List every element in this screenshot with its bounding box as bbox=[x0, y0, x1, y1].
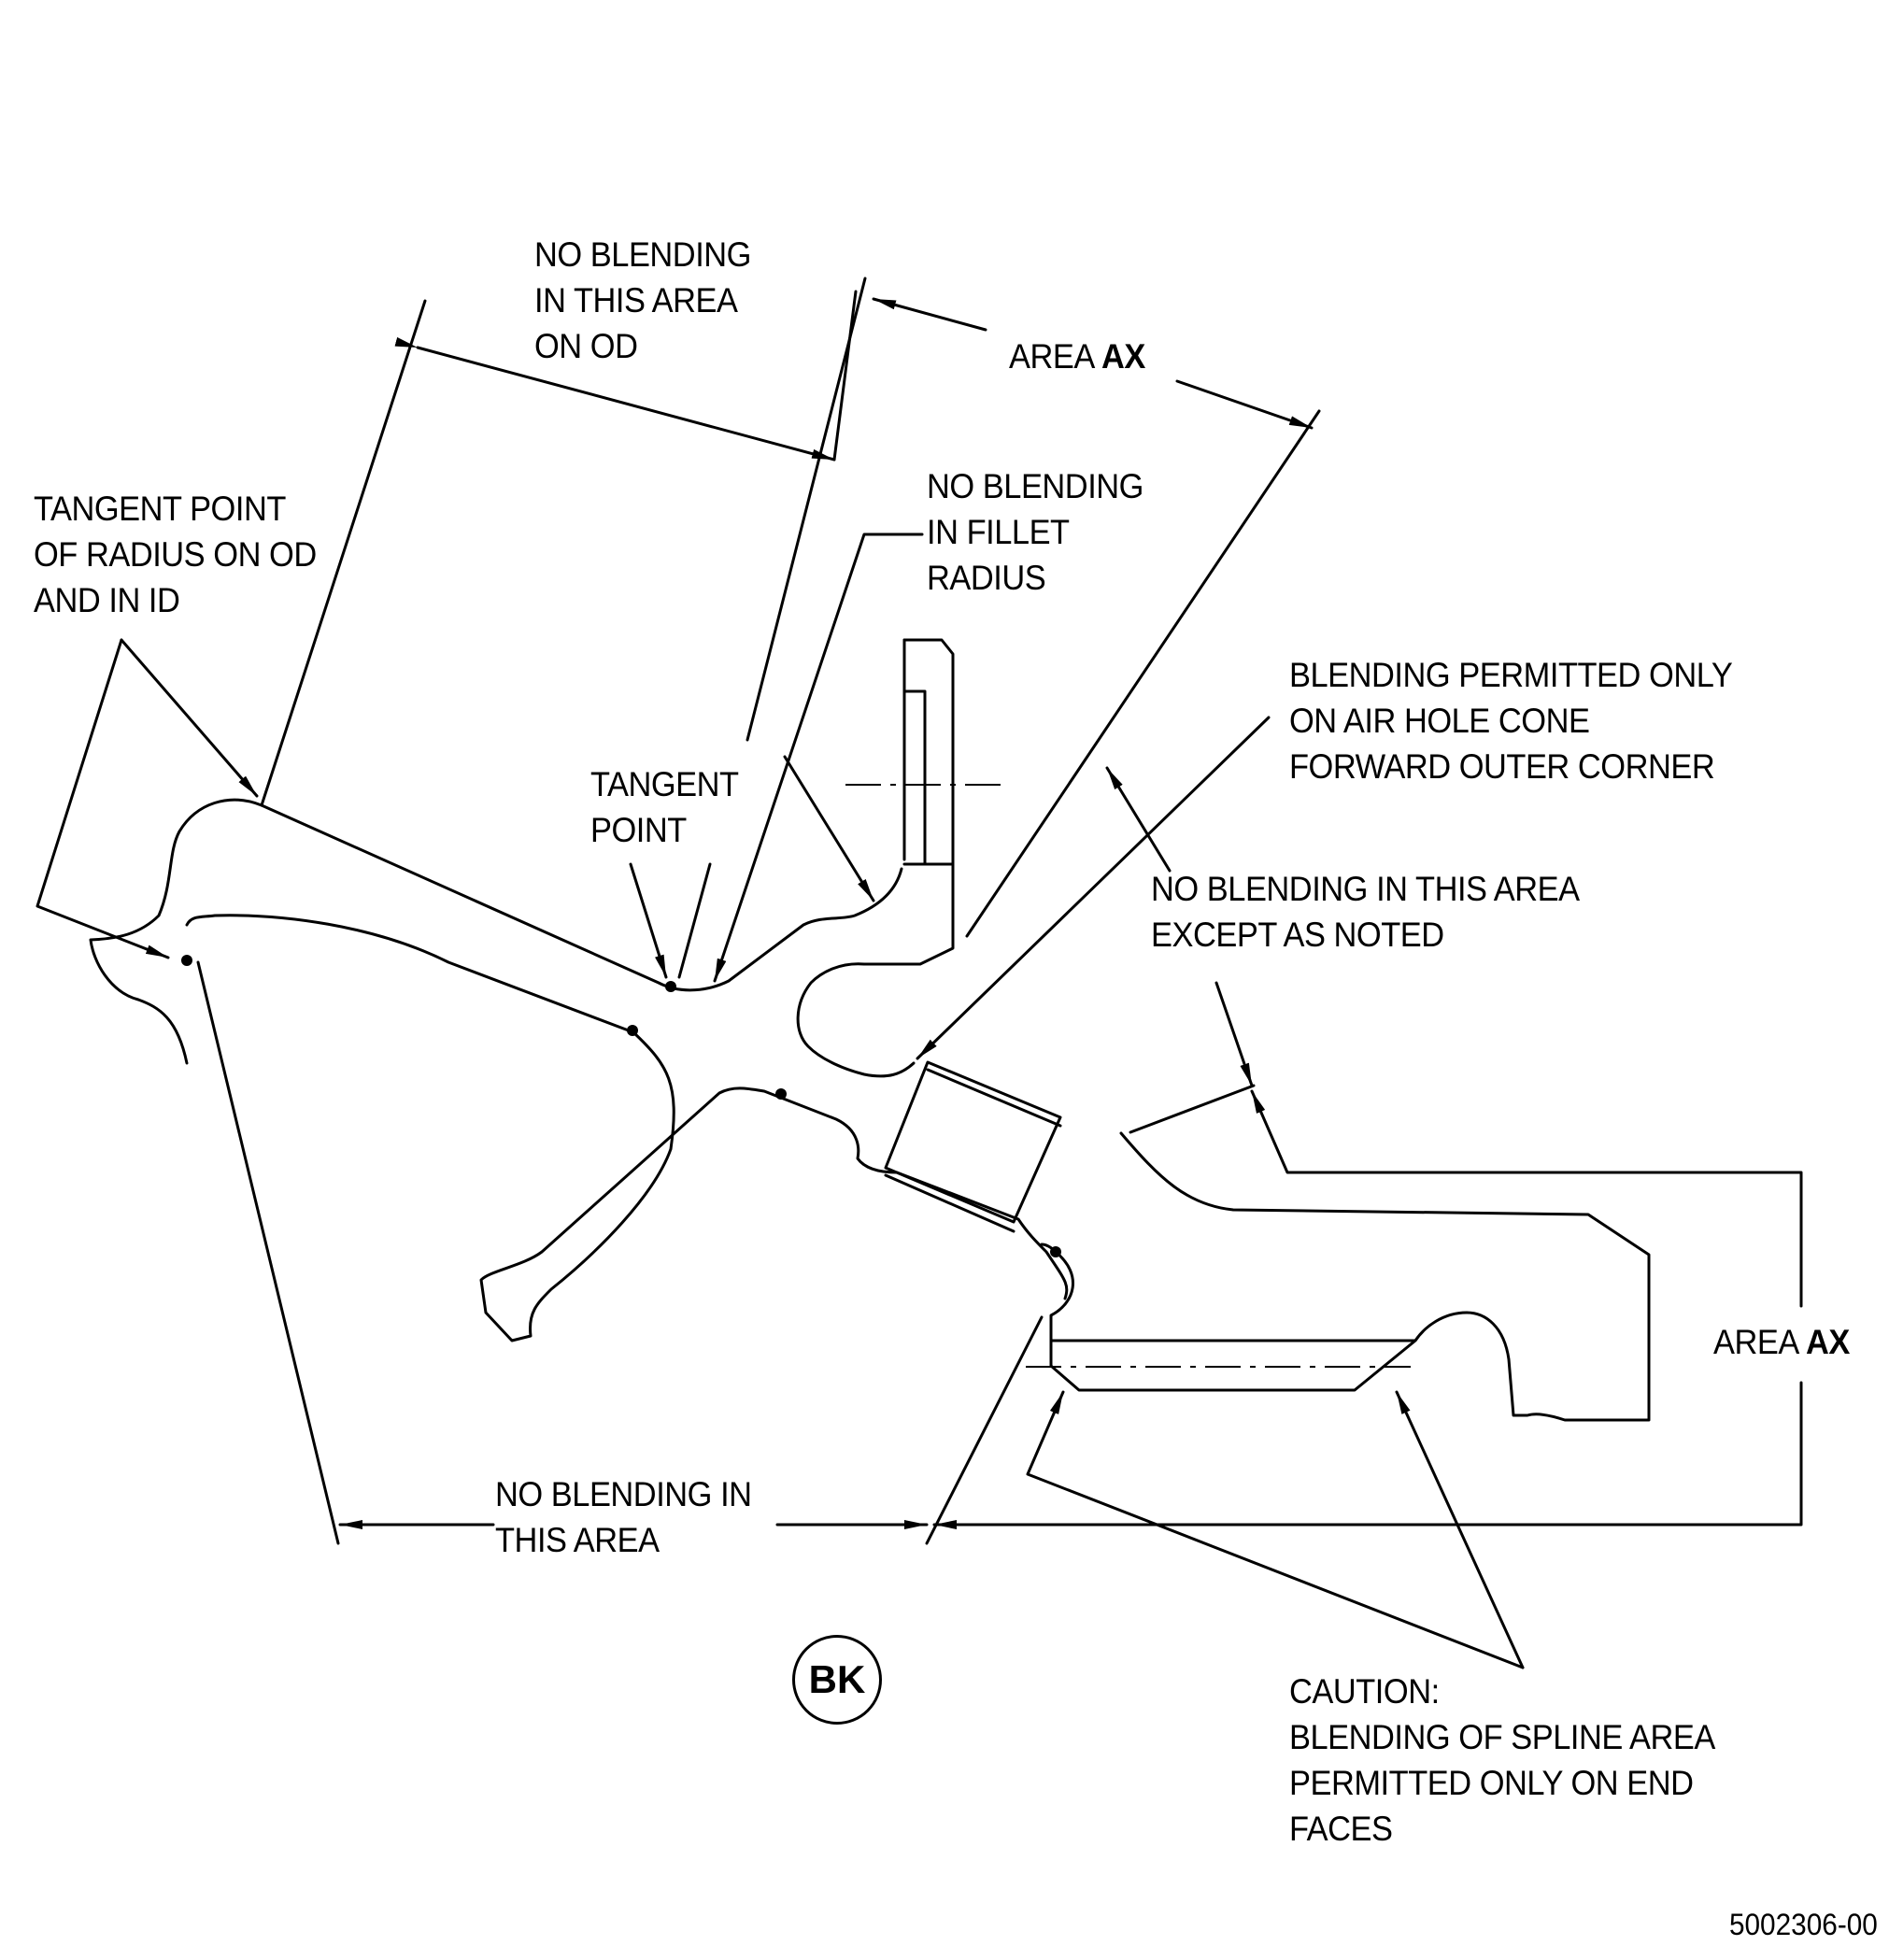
part-outer-cone bbox=[89, 798, 263, 1065]
area-ax-right-code: AX bbox=[1806, 1323, 1850, 1361]
label-tangent-radius: TANGENT POINT OF RADIUS ON OD AND IN ID bbox=[34, 490, 317, 619]
dim-area-ax-left bbox=[872, 297, 987, 332]
part-flange bbox=[796, 638, 955, 1078]
dim-area-ax-right bbox=[1175, 379, 1314, 430]
tangent-dot-2 bbox=[665, 981, 676, 992]
extension-line-od-right bbox=[746, 277, 867, 742]
leader-tangent-point-2 bbox=[677, 862, 712, 979]
part-air-hole bbox=[884, 1060, 1062, 1233]
area-ax-top-prefix: AREA bbox=[1009, 337, 1102, 376]
tangent-dot-5 bbox=[1050, 1246, 1061, 1257]
area-ax-right-prefix: AREA bbox=[1713, 1323, 1807, 1361]
leader-area-ax-right-lower bbox=[932, 1381, 1803, 1529]
leader-except-2 bbox=[1214, 981, 1254, 1087]
label-no-blending-bottom: NO BLENDING IN THIS AREA bbox=[495, 1475, 752, 1559]
label-no-blending-od: NO BLENDING IN THIS AREA ON OD bbox=[534, 235, 751, 365]
tangent-dot-3 bbox=[627, 1025, 638, 1036]
leader-od-dim-tick bbox=[832, 290, 858, 462]
leader-caution-1 bbox=[1026, 1390, 1525, 1669]
leader-air-hole bbox=[916, 716, 1271, 1060]
area-ax-top-code: AX bbox=[1101, 337, 1145, 376]
part-aft-body bbox=[1049, 1131, 1651, 1422]
label-caution: CAUTION: BLENDING OF SPLINE AREA PERMITT… bbox=[1289, 1672, 1715, 1848]
extension-bottom-right bbox=[925, 1315, 1044, 1545]
label-no-blending-except: NO BLENDING IN THIS AREA EXCEPT AS NOTED bbox=[1151, 870, 1580, 954]
tangent-dot-4 bbox=[775, 1088, 787, 1100]
leader-caution-2 bbox=[1395, 1390, 1525, 1669]
leader-tangent-point-1 bbox=[629, 862, 668, 979]
label-no-blending-fillet: NO BLENDING IN FILLET RADIUS bbox=[927, 467, 1143, 597]
leader-tangent-radius bbox=[36, 638, 170, 959]
part-flange-bore bbox=[902, 638, 955, 866]
label-area-ax-right: AREA AX bbox=[1713, 1319, 1850, 1365]
tangent-dot-1 bbox=[181, 955, 192, 966]
label-tangent-point: TANGENT POINT bbox=[590, 765, 739, 849]
part-inner-wall bbox=[185, 914, 1069, 1342]
dim-no-blending-od bbox=[394, 336, 836, 462]
extension-line-ax-right bbox=[965, 409, 1321, 938]
extension-bottom-left bbox=[196, 960, 340, 1545]
part-spline-lower bbox=[1040, 1243, 1074, 1342]
extension-except bbox=[1129, 1084, 1256, 1134]
document-number: 5002306-00 bbox=[1729, 1908, 1878, 1941]
leader-except-1 bbox=[1105, 766, 1172, 873]
leader-area-ax-right bbox=[1250, 1089, 1803, 1308]
label-blending-air-hole: BLENDING PERMITTED ONLY ON AIR HOLE CONE… bbox=[1289, 656, 1733, 786]
leader-fillet bbox=[713, 533, 924, 983]
leader-fillet-2 bbox=[783, 755, 875, 902]
part-od-surface bbox=[260, 803, 903, 992]
view-bubble: BK bbox=[792, 1635, 882, 1725]
label-area-ax-top: AREA AX bbox=[1009, 334, 1145, 379]
leader-tangent-radius-2 bbox=[120, 638, 259, 798]
